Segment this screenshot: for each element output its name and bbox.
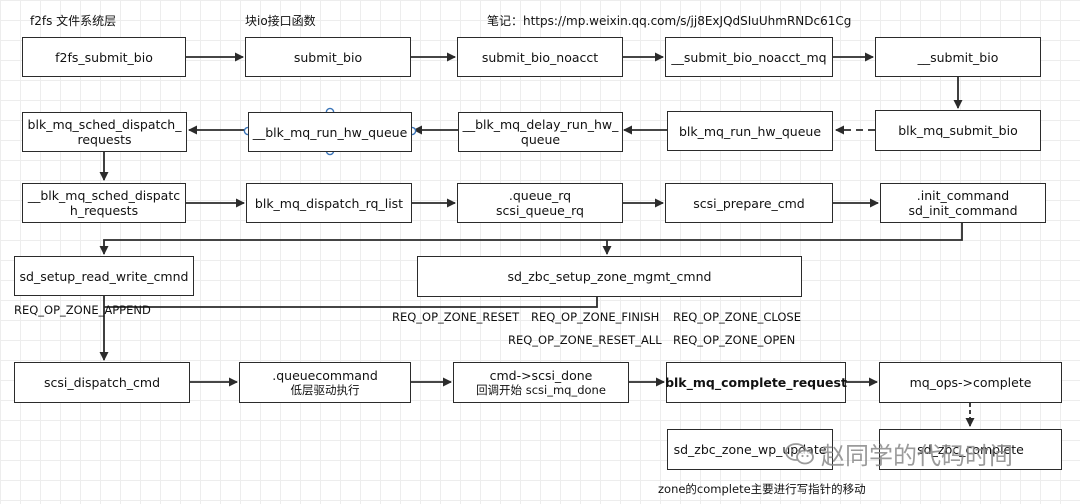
label-req-op-zone-append: REQ_OP_ZONE_APPEND bbox=[14, 303, 151, 317]
box-blk-mq-dispatch-rq-list[interactable]: blk_mq_dispatch_rq_list bbox=[246, 183, 412, 223]
watermark-text: 赵同学的代码时间 bbox=[821, 442, 1013, 470]
box-submit-bio-inner[interactable]: __submit_bio bbox=[875, 37, 1041, 77]
connector-zone-mgmt-return bbox=[104, 297, 598, 308]
box-submit-bio[interactable]: submit_bio bbox=[245, 37, 411, 77]
box-blk-mq-complete-request[interactable]: blk_mq_complete_request bbox=[665, 362, 847, 403]
box-queue-rq[interactable]: .queue_rq scsi_queue_rq bbox=[457, 183, 623, 223]
label-req-op-zone-reset-all: REQ_OP_ZONE_RESET_ALL bbox=[508, 333, 662, 347]
box-blk-mq-run-hw-queue[interactable]: blk_mq_run_hw_queue bbox=[667, 111, 833, 151]
label-req-op-zone-close: REQ_OP_ZONE_CLOSE bbox=[673, 310, 801, 324]
header-block-io: 块io接口函数 bbox=[245, 14, 316, 28]
box-sd-setup-read-write-cmnd[interactable]: sd_setup_read_write_cmnd bbox=[14, 256, 194, 296]
box-scsi-prepare-cmd[interactable]: scsi_prepare_cmd bbox=[665, 183, 833, 223]
box-init-command[interactable]: .init_command sd_init_command bbox=[880, 183, 1046, 223]
label-zone-complete-note: zone的complete主要进行写指针的移动 bbox=[658, 482, 866, 496]
box-scsi-done[interactable]: cmd->scsi_done 回调开始 scsi_mq_done bbox=[453, 362, 629, 403]
header-f2fs-layer: f2fs 文件系统层 bbox=[30, 14, 117, 28]
box-submit-bio-noacct[interactable]: submit_bio_noacct bbox=[457, 37, 623, 77]
box-submit-bio-noacct-mq[interactable]: __submit_bio_noacct_mq bbox=[665, 37, 833, 77]
box-sd-zbc-complete[interactable]: sd_zbc_complete bbox=[879, 429, 1062, 470]
box-f2fs-submit-bio[interactable]: f2fs_submit_bio bbox=[22, 37, 186, 77]
box-blk-mq-delay-run-hw-queue[interactable]: __blk_mq_delay_run_hw_ queue bbox=[458, 112, 623, 152]
arrow-init-branch bbox=[99, 223, 963, 255]
box-blk-mq-submit-bio[interactable]: blk_mq_submit_bio bbox=[875, 110, 1041, 151]
label-req-op-zone-finish: REQ_OP_ZONE_FINISH bbox=[531, 310, 660, 324]
box-mq-ops-complete[interactable]: mq_ops->complete bbox=[879, 362, 1062, 403]
label-req-op-zone-reset: REQ_OP_ZONE_RESET bbox=[392, 310, 520, 324]
box-blk-mq-run-hw-queue-inner[interactable]: __blk_mq_run_hw_queue bbox=[248, 112, 412, 152]
box-blk-mq-sched-dispatch-requests[interactable]: blk_mq_sched_dispatch_ requests bbox=[22, 112, 187, 152]
watermark: 赵同学的代码时间 bbox=[785, 436, 1013, 471]
label-req-op-zone-open: REQ_OP_ZONE_OPEN bbox=[673, 333, 796, 347]
box-queuecommand[interactable]: .queuecommand 低层驱动执行 bbox=[239, 362, 411, 403]
box-blk-mq-sched-dispatch-requests-inner[interactable]: __blk_mq_sched_dispatc h_requests bbox=[22, 183, 186, 223]
box-scsi-dispatch-cmd[interactable]: scsi_dispatch_cmd bbox=[14, 362, 190, 403]
wechat-icon bbox=[785, 442, 814, 464]
header-note-url: 笔记：https://mp.weixin.qq.com/s/jj8ExJQdSI… bbox=[487, 14, 852, 28]
box-sd-zbc-setup-zone-mgmt-cmnd[interactable]: sd_zbc_setup_zone_mgmt_cmnd bbox=[417, 256, 802, 297]
